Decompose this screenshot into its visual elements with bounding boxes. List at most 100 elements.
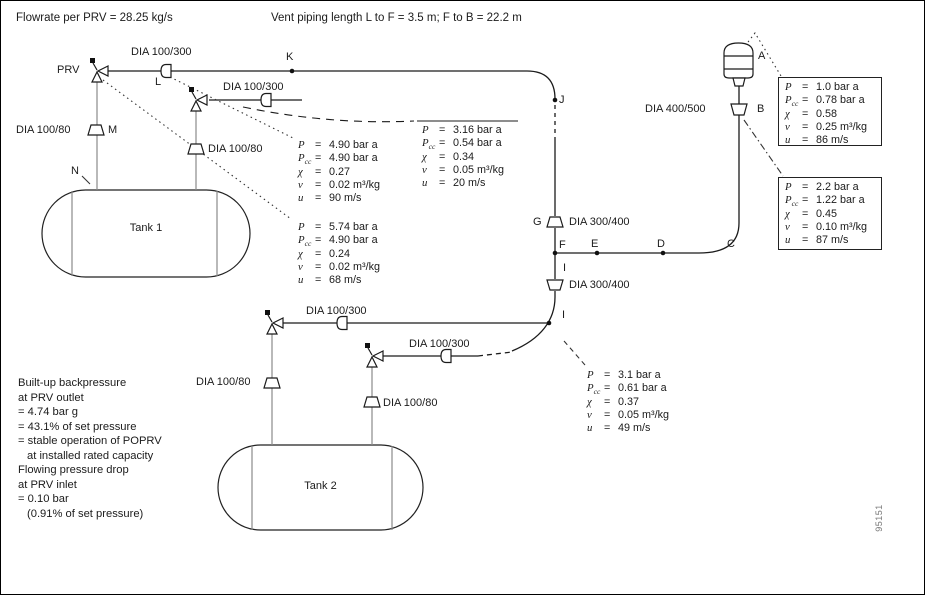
- prv-label: PRV: [57, 64, 80, 76]
- reducers: [87, 103, 748, 408]
- databox-row: v=0.05 m³/kg: [587, 409, 670, 422]
- databox-row: u=86 m/s: [785, 134, 849, 147]
- point-N: N: [71, 165, 79, 177]
- reducer-100-300-a-icon: [160, 63, 172, 79]
- databox-row: u=68 m/s: [298, 274, 362, 287]
- point-E: E: [591, 238, 599, 250]
- point-F: F: [559, 239, 566, 251]
- leader-dotted-A: [744, 32, 782, 77]
- databox-row: Pcc=4.90 bar a: [298, 234, 378, 249]
- reducer-tank2a-icon: [263, 377, 281, 389]
- note-line: at installed rated capacity: [27, 449, 154, 462]
- databox-row: v=0.02 m³/kg: [298, 179, 381, 192]
- prv1-valve-icon: [90, 58, 109, 83]
- reducer-M-icon: [87, 124, 105, 136]
- databox-row: u=49 m/s: [587, 422, 651, 435]
- databox-row: χ=0.24: [298, 247, 351, 260]
- databox-row: Pcc=1.22 bar a: [785, 194, 865, 209]
- node-E: [594, 250, 600, 256]
- leader-N-tick: [81, 175, 91, 185]
- tank2-shell: [217, 444, 424, 531]
- databox-row: Pcc=4.90 bar a: [298, 152, 378, 167]
- databox-row: P=3.1 bar a: [587, 369, 661, 381]
- dia-label-300-400-b: DIA 300/400: [569, 279, 630, 291]
- point-C: C: [727, 238, 735, 250]
- point-I-lower: I: [562, 309, 566, 321]
- node-D: [660, 250, 666, 256]
- note-line: Built-up backpressure: [18, 377, 127, 389]
- databox-row: χ=0.27: [298, 165, 351, 178]
- reducer-B-icon: [730, 103, 748, 116]
- point-I-upper: I: [563, 262, 567, 274]
- point-J: J: [559, 94, 565, 106]
- databox-row: v=0.05 m³/kg: [422, 164, 505, 177]
- databox-row: χ=0.58: [785, 107, 838, 120]
- databox-row: χ=0.37: [587, 395, 640, 408]
- point-L: L: [155, 76, 162, 88]
- point-A: A: [758, 50, 766, 62]
- pipe-riser-lower-curve: [511, 291, 556, 352]
- dia-label-300-400-a: DIA 300/400: [569, 216, 630, 228]
- backpressure-notes: Built-up backpressure at PRV outlet = 4.…: [18, 376, 253, 521]
- databox-row: u=20 m/s: [422, 177, 486, 190]
- point-M: M: [108, 124, 118, 136]
- tank1-label: Tank 1: [129, 222, 163, 234]
- dia-label-400-500: DIA 400/500: [645, 103, 706, 115]
- point-B: B: [757, 103, 765, 115]
- dia-label-100-300-c: DIA 100/300: [306, 305, 367, 317]
- vent-length-note: Vent piping length L to F = 3.5 m; F to …: [271, 12, 522, 24]
- databox-row: Pcc=0.54 bar a: [422, 137, 502, 152]
- note-line: (0.91% of set pressure): [27, 507, 144, 520]
- reducer-100-300-b-icon: [260, 92, 272, 108]
- leader-dashed-I: [563, 340, 586, 366]
- note-line: at PRV outlet: [18, 391, 84, 404]
- tank2-label: Tank 2: [304, 480, 337, 492]
- note-line: Flowing pressure drop: [18, 464, 129, 476]
- databox-row: P=4.90 bar a: [298, 139, 378, 151]
- databox-row: P=1.0 bar a: [785, 81, 859, 93]
- node-K: [289, 68, 295, 74]
- dia-label-100-300-a: DIA 100/300: [131, 46, 192, 58]
- reducer-100-300-d-icon: [440, 348, 452, 364]
- leader-dashdot-B: [743, 119, 784, 177]
- databox-row: P=3.16 bar a: [422, 124, 502, 136]
- dia-label-100-80-d: DIA 100/80: [383, 397, 438, 409]
- dia-label-100-80-a: DIA 100/80: [16, 124, 71, 136]
- prv-valves: [90, 58, 384, 368]
- dia-label-100-300-d: DIA 100/300: [409, 338, 470, 350]
- reducer-tank1b-icon: [187, 143, 205, 155]
- databox-row: u=90 m/s: [298, 192, 362, 205]
- reducer-300-400-lower-icon: [546, 279, 564, 291]
- junction-dots: [289, 68, 666, 326]
- leader-dashed-prv2: [242, 106, 415, 123]
- pipe-B-to-F: [555, 115, 740, 254]
- point-K: K: [286, 51, 294, 63]
- reducer-tank2b-icon: [363, 396, 381, 408]
- dia-label-100-300-b: DIA 100/300: [223, 81, 284, 93]
- pipe-prv1-to-J: [108, 70, 556, 100]
- databox-row: P=2.2 bar a: [785, 181, 859, 193]
- databox-row: v=0.10 m³/kg: [785, 221, 868, 234]
- databox-row: u=87 m/s: [785, 234, 849, 247]
- inline-reducers: [160, 63, 452, 364]
- dia-label-100-80-c: DIA 100/80: [196, 376, 251, 388]
- note-line: = stable operation of POPRV: [18, 435, 162, 447]
- node-F: [552, 250, 558, 256]
- databox-row: Pcc=0.78 bar a: [785, 94, 865, 109]
- databox-row: Pcc=0.61 bar a: [587, 382, 667, 397]
- node-J: [552, 97, 558, 103]
- flowrate-note: Flowrate per PRV = 28.25 kg/s: [16, 12, 173, 24]
- note-line: = 0.10 bar: [18, 493, 69, 505]
- point-D: D: [657, 238, 665, 250]
- prv2-valve-icon: [189, 87, 208, 112]
- reducer-G-icon: [546, 216, 564, 228]
- databox-row: v=0.25 m³/kg: [785, 121, 868, 134]
- reducer-100-300-c-icon: [336, 315, 348, 331]
- note-line: = 43.1% of set pressure: [18, 420, 137, 433]
